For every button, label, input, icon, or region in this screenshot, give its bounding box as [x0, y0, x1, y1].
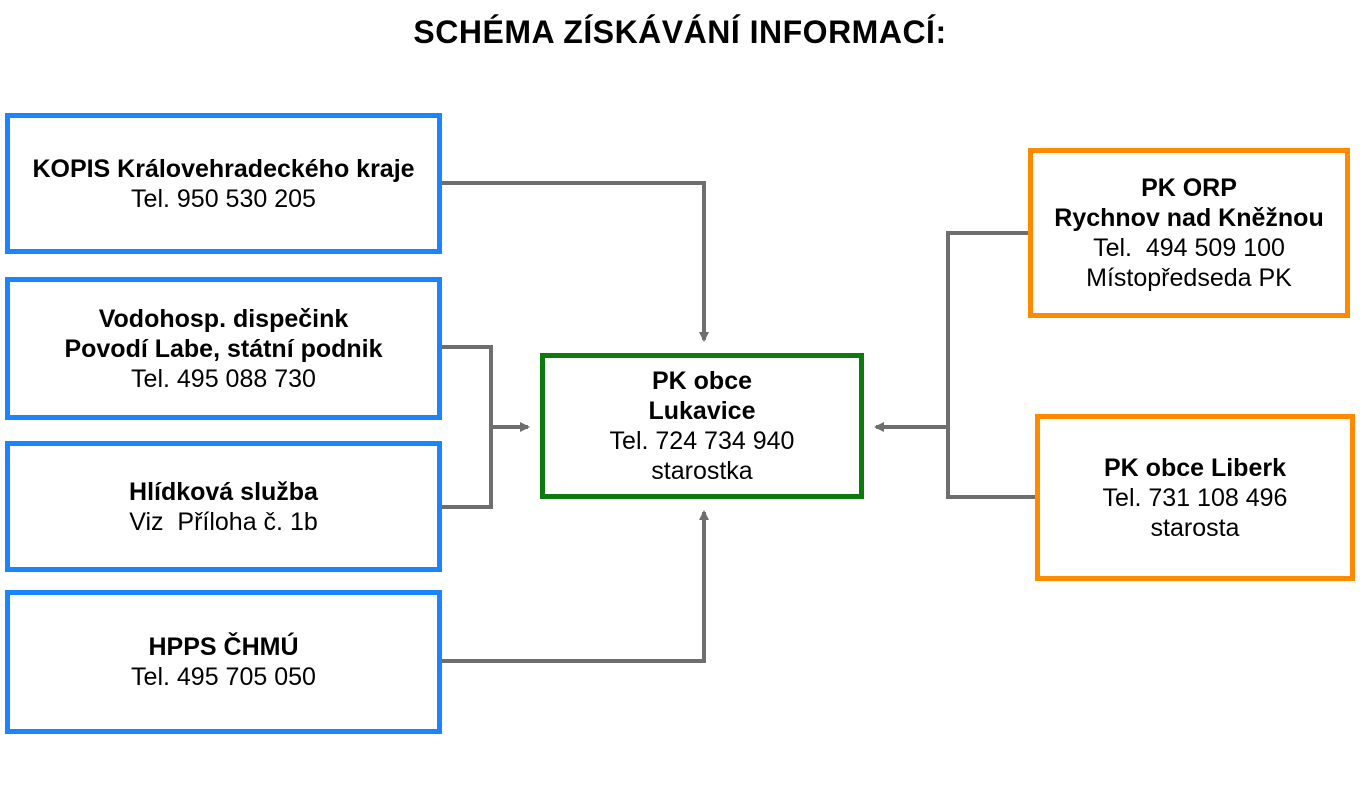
node-hpps-name: HPPS ČHMÚ	[148, 633, 299, 661]
edge-kopis-to-center	[442, 181, 709, 342]
node-center-phone: Tel. 724 734 940	[609, 427, 795, 455]
node-liberk-phone: Tel. 731 108 496	[1102, 483, 1288, 512]
node-center: PK obce Lukavice Tel. 724 734 940 staros…	[540, 353, 864, 499]
node-liberk-name: PK obce Liberk	[1104, 453, 1286, 482]
node-hlidkova-name: Hlídková služba	[129, 477, 318, 506]
node-hlidkova: Hlídková služba Viz Příloha č. 1b	[5, 441, 442, 572]
node-orp-role: Místopředseda PK	[1086, 264, 1292, 292]
node-vodohosp: Vodohosp. dispečink Povodí Labe, státní …	[5, 277, 442, 420]
node-kopis-name: KOPIS Královehradeckého kraje	[32, 154, 415, 183]
edge-orp-liberk-bracket	[946, 231, 1035, 499]
node-hpps-phone: Tel. 495 705 050	[131, 663, 316, 691]
node-orp-name-line1: PK ORP	[1141, 174, 1237, 202]
node-kopis: KOPIS Královehradeckého kraje Tel. 950 5…	[5, 113, 442, 254]
node-orp: PK ORP Rychnov nad Kněžnou Tel. 494 509 …	[1028, 148, 1350, 318]
diagram-title: SCHÉMA ZÍSKÁVÁNÍ INFORMACÍ:	[413, 14, 947, 50]
node-center-name-line1: PK obce	[651, 367, 753, 395]
node-vodohosp-phone: Tel. 495 088 730	[131, 364, 316, 393]
node-liberk: PK obce Liberk Tel. 731 108 496 starosta	[1035, 414, 1355, 581]
node-liberk-role: starosta	[1150, 513, 1240, 542]
node-orp-phone: Tel. 494 509 100	[1093, 234, 1285, 262]
node-center-role: starostka	[651, 457, 753, 485]
node-vodohosp-name-line2: Povodí Labe, státní podnik	[64, 334, 383, 363]
node-center-name-line2: Lukavice	[648, 397, 756, 425]
node-hpps: HPPS ČHMÚ Tel. 495 705 050	[5, 590, 442, 734]
edge-hpps-to-center	[442, 510, 709, 663]
node-hlidkova-note: Viz Příloha č. 1b	[129, 507, 318, 536]
node-orp-name-line2: Rychnov nad Kněžnou	[1054, 204, 1324, 232]
node-vodohosp-name-line1: Vodohosp. dispečink	[98, 304, 349, 333]
node-kopis-phone: Tel. 950 530 205	[131, 184, 316, 213]
edge-vodohosp-bracket	[442, 345, 493, 509]
